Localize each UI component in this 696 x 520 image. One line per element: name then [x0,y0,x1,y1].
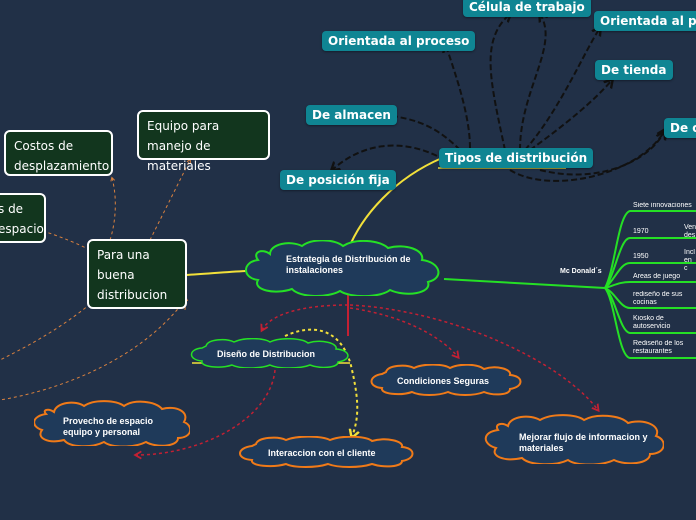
mejorar-cloud[interactable] [484,414,664,464]
mcd-item-1950-sub[interactable]: Incl en c [684,249,695,272]
link-para-equipo [149,160,190,241]
provecho-cloud[interactable] [34,400,190,446]
orientada-producto-node[interactable]: Orientada al proc [594,11,696,31]
condiciones-cloud[interactable] [366,364,526,396]
provecho-label: Provecho de espacio equipo y personal [63,416,154,437]
de-almacen-node[interactable]: De almacen [306,105,397,125]
mejorar-label: Mejorar flujo de informacion y materiale… [519,432,648,453]
mcd-item-areas-juego[interactable]: Areas de juego [633,273,681,280]
mcd-item-rediseno-restaurantes[interactable]: Rediseño de los restaurantes [633,340,684,355]
celula-trabajo-node[interactable]: Célula de trabajo [463,0,591,17]
interaccion-label: Interaccion con el cliente [268,448,376,458]
interaccion-cloud[interactable] [234,436,418,468]
mcd-item-1950[interactable]: 1950 [633,253,649,260]
espacio-node[interactable]: s de espacio [0,193,46,243]
costos-desplazamiento-node[interactable]: Costos de desplazamiento [4,130,113,176]
link-tipos-producto [524,28,600,151]
link-tipos-oficina [539,132,664,176]
link-diseno-provecho [136,369,276,455]
equipo-manejo-materiales-node[interactable]: Equipo para manejo de materiales [137,110,270,173]
central-title: Estrategia de Distribución de instalacio… [286,254,411,275]
link-central-mcdonalds [443,278,606,289]
mcd-item-1970[interactable]: 1970 [633,228,649,235]
link-para-left-2 [0,299,186,401]
link-tipos-proceso [446,45,471,149]
link-tipos-celula-2 [519,14,546,151]
para-buena-distribucion-node[interactable]: Para una buena distribucion [87,239,187,309]
link-para-left-1 [0,299,96,361]
mcd-item-kiosko[interactable]: Kiosko de autoservicio [633,315,671,330]
diseno-title: Diseño de Distribucion [217,349,316,359]
link-para-espacio [40,230,91,251]
tipos-distribucion-node[interactable]: Tipos de distribución [439,148,594,168]
link-tipos-celula [489,14,510,151]
link-tipos-posicion [332,144,446,170]
link-diseno-interaccion [284,328,357,437]
central-cloud[interactable] [240,240,450,296]
de-oficina-node[interactable]: De o [664,118,696,138]
link-diseno-top [262,304,349,330]
link-diseno-mejorar [349,304,598,410]
condiciones-label: Condiciones Seguras [397,376,490,386]
de-posicion-fija-node[interactable]: De posición fija [280,170,396,190]
link-para-costos [109,178,116,241]
link-tipos-oficina-2 [509,130,665,182]
mcdonalds-branches [604,210,696,359]
mcdonalds-node[interactable]: Mc Donald´s [560,268,602,275]
link-central-para [185,270,247,276]
de-tienda-node[interactable]: De tienda [595,60,673,80]
mcd-item-1970-sub[interactable]: Ven des [684,224,696,239]
link-central-tipos [347,157,443,251]
orientada-proceso-node[interactable]: Orientada al proceso [322,31,476,51]
mcd-item-rediseno-cocinas[interactable]: rediseño de sus cocinas [633,291,683,306]
mcd-item-siete-innovaciones[interactable]: Siete innovaciones [633,202,692,209]
link-diseno-condiciones [349,307,458,357]
diseno-cloud[interactable] [186,338,354,368]
link-tipos-tienda [529,80,612,151]
